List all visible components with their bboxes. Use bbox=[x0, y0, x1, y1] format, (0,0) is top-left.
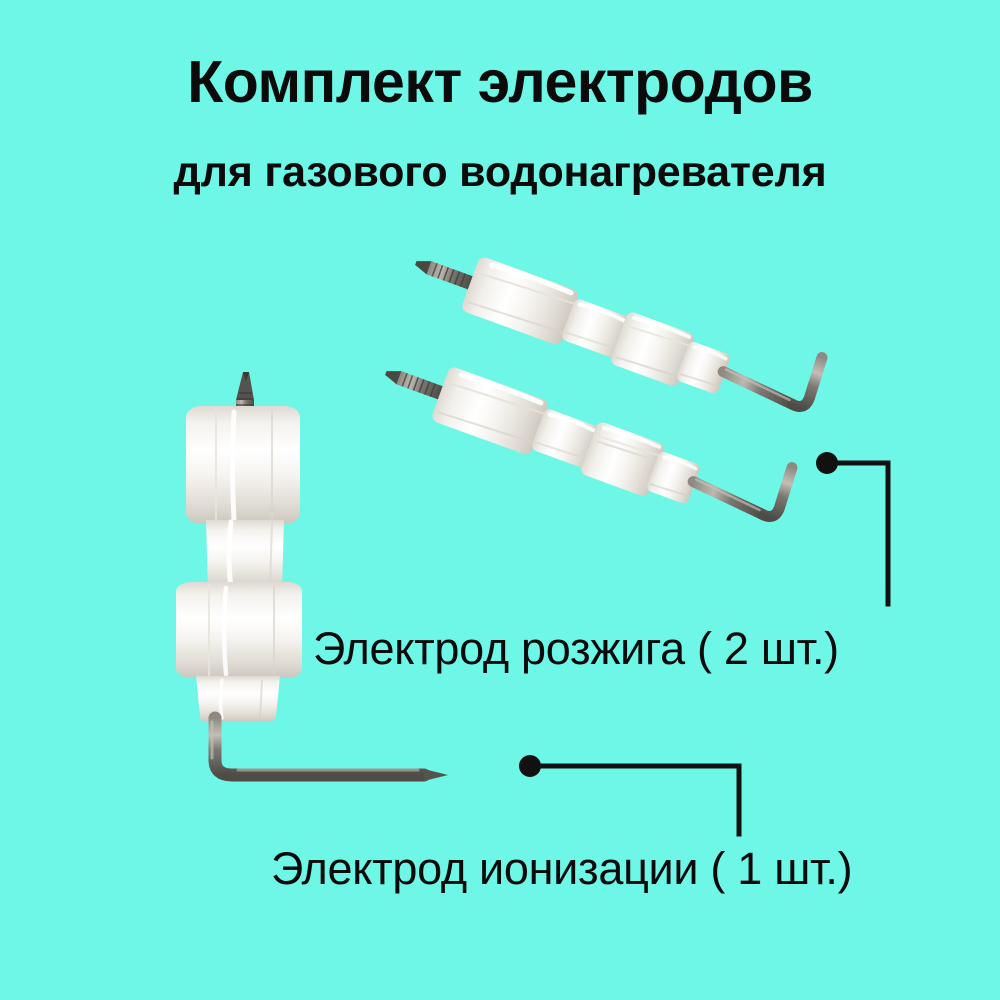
ionization-electrode bbox=[176, 372, 448, 782]
ceramic-body bbox=[432, 367, 700, 504]
hooked-metal-end-icon bbox=[717, 352, 828, 412]
hooked-metal-end-icon bbox=[687, 462, 798, 522]
l-bend-metal-rod-icon bbox=[208, 711, 448, 782]
threaded-tip-icon bbox=[385, 371, 443, 400]
ceramic-body bbox=[462, 257, 730, 394]
ceramic-body bbox=[176, 406, 302, 722]
page-title: Комплект электродов bbox=[187, 49, 813, 115]
callout-label-ionization: Электрод ионизации ( 1 шт.) bbox=[271, 843, 853, 894]
ignition-electrode-upper bbox=[415, 257, 828, 412]
page-subtitle: для газового водонагревателя bbox=[173, 148, 827, 196]
threaded-tip-icon bbox=[415, 261, 473, 290]
ignition-electrode-lower bbox=[385, 367, 798, 522]
callout-label-ignition: Электрод розжига ( 2 шт.) bbox=[313, 623, 839, 674]
